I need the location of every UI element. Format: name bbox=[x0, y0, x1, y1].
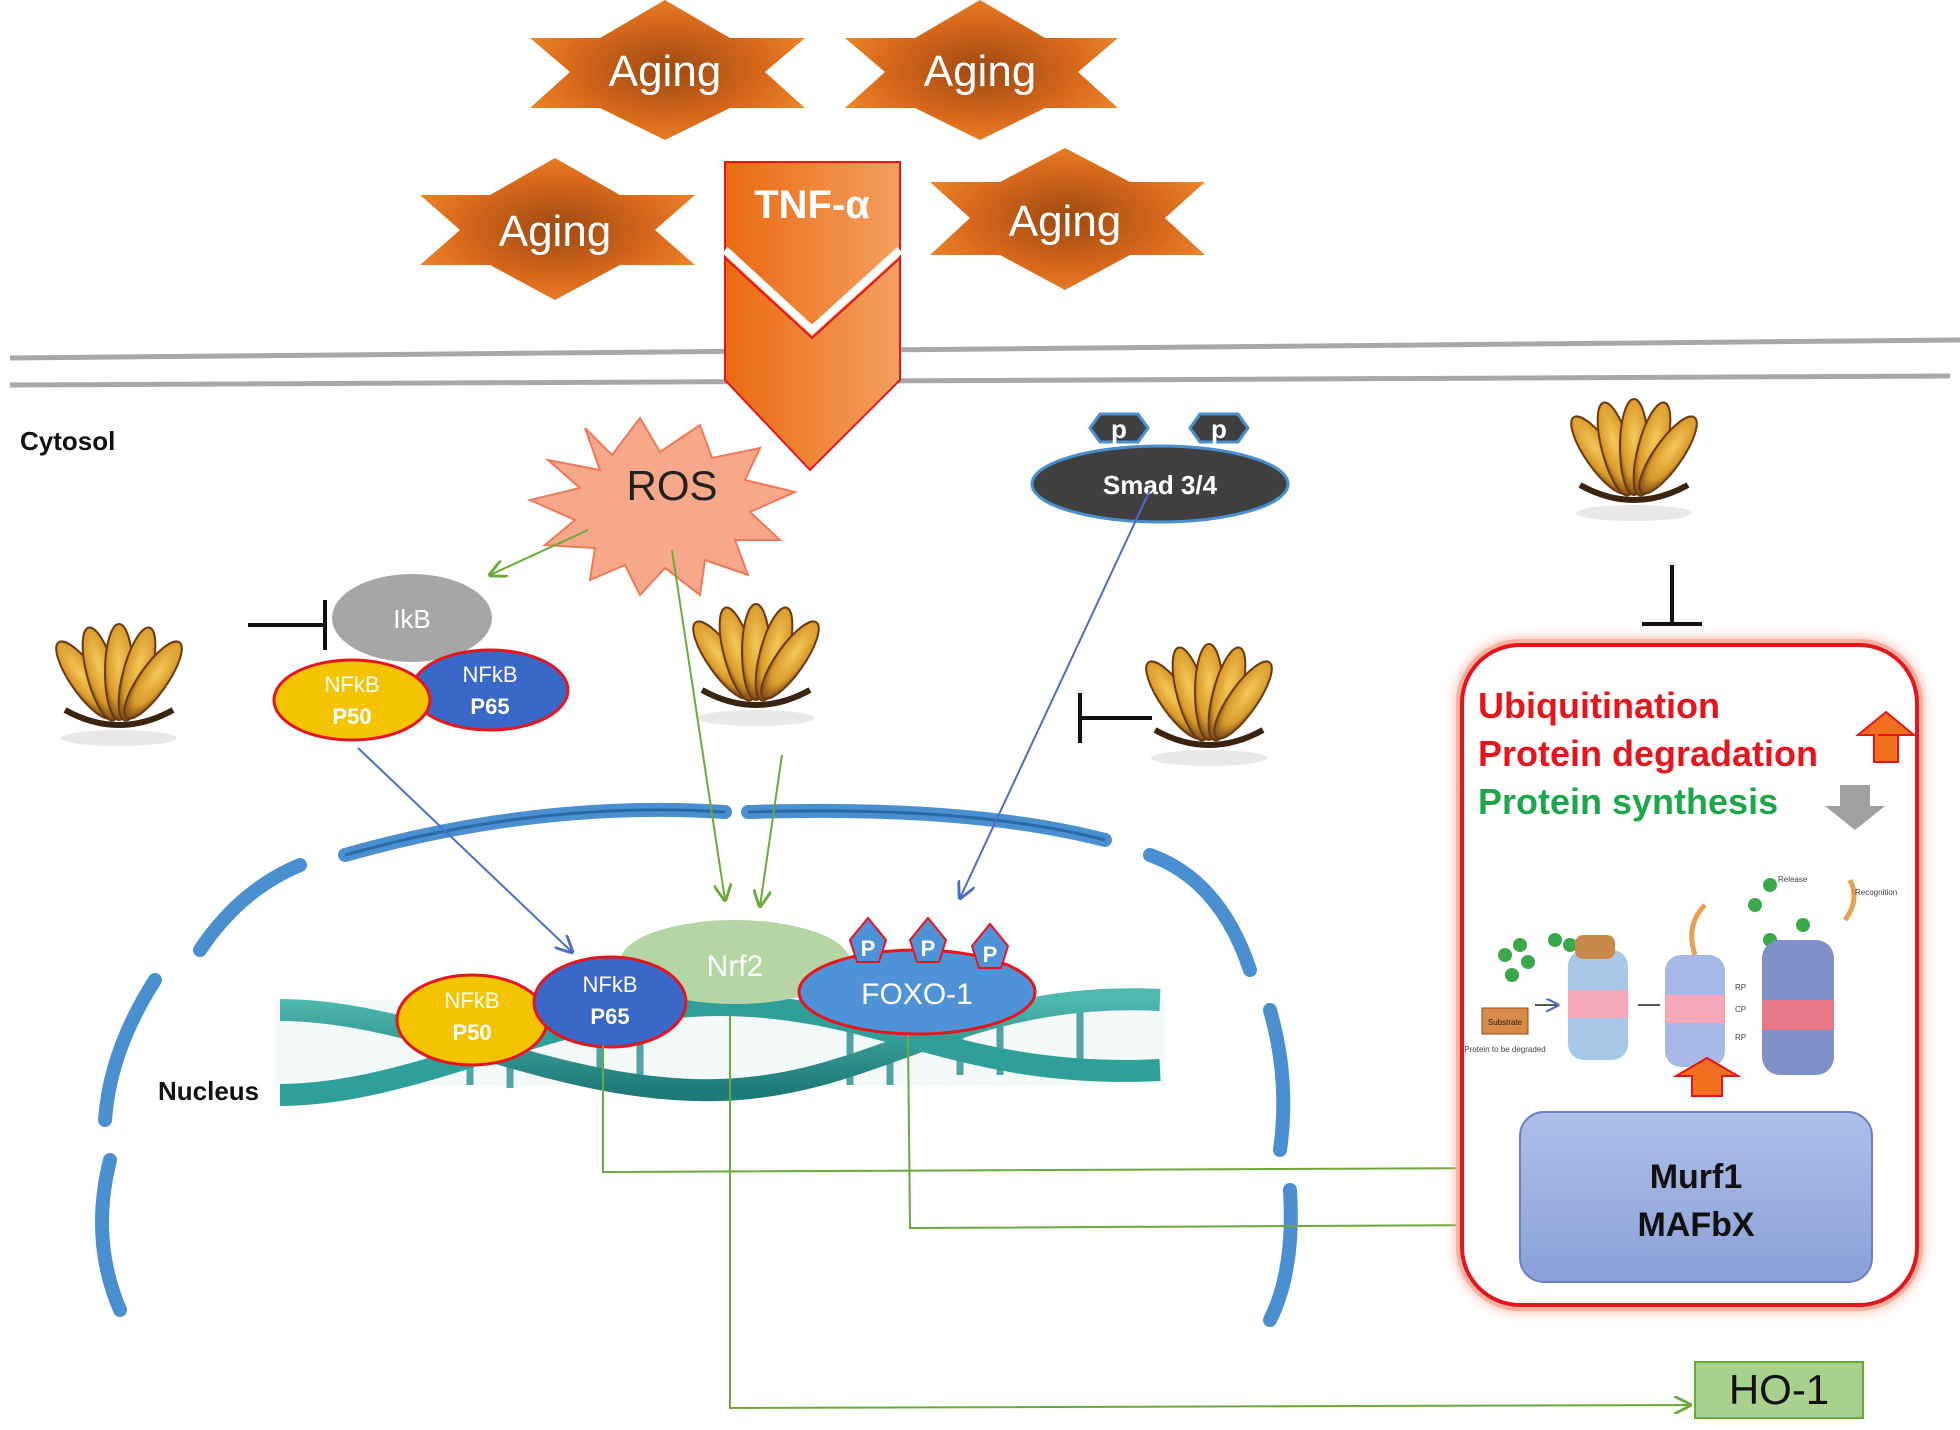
aging-label: Aging bbox=[924, 47, 1037, 96]
foxo-phospho-marker bbox=[848, 916, 888, 963]
aging-label: Aging bbox=[1009, 197, 1122, 246]
nfkb-p50-label-line2: P50 bbox=[332, 704, 371, 729]
nfkb-p50-nuc-label-line2: P50 bbox=[452, 1020, 491, 1045]
ho1-label: HO-1 bbox=[1729, 1366, 1829, 1413]
ikb-node bbox=[332, 574, 492, 662]
foxo1-node: FOXO-1 P P P bbox=[797, 916, 1037, 1036]
recognition-label: Recognition bbox=[1855, 888, 1897, 897]
aging-star-right: Aging bbox=[930, 148, 1205, 290]
cytosol-label: Cytosol bbox=[20, 426, 115, 456]
rp-label: RP bbox=[1735, 983, 1746, 992]
protein-synthesis-label: Protein synthesis bbox=[1478, 781, 1778, 822]
smad-label: Smad 3/4 bbox=[1103, 470, 1218, 500]
mafbx-label: MAFbX bbox=[1637, 1206, 1754, 1244]
up-arrow-icon bbox=[1672, 1056, 1742, 1097]
smad-phospho-marker bbox=[1088, 412, 1150, 444]
banana-inhibitor-image bbox=[1562, 399, 1706, 521]
smad-phospho-label: p bbox=[1211, 414, 1227, 444]
nfkb-p65-nuc-label-line2: P65 bbox=[590, 1004, 629, 1029]
nfkb-p50-label-line1: NFkB bbox=[325, 672, 380, 697]
nfkb-p50-nuc-label-line1: NFkB bbox=[445, 988, 500, 1013]
foxo1-label: FOXO-1 bbox=[861, 978, 973, 1011]
nfkb-p50-nucleus-node: NFkB P50 bbox=[395, 973, 549, 1067]
foxo-phospho-marker bbox=[970, 922, 1010, 969]
protein-to-be-degraded-label: Protein to be degraded bbox=[1464, 1045, 1545, 1054]
ros-burst: ROS bbox=[526, 416, 799, 597]
murf1-mafbx-box: Murf1 MAFbX bbox=[1519, 1111, 1873, 1283]
proteasome-core-icon bbox=[1762, 878, 1857, 1075]
tnf-alpha-label: TNF-α bbox=[754, 183, 870, 227]
nfkb-p50-cytosol-node bbox=[272, 658, 432, 742]
aging-label: Aging bbox=[609, 47, 722, 96]
aging-star-top-right: Aging bbox=[845, 0, 1118, 140]
foxo-phospho-marker bbox=[908, 916, 948, 963]
inhibition-marks bbox=[248, 565, 1702, 743]
nfkb-p65-nucleus-node: NFkB P65 bbox=[532, 955, 688, 1049]
tnf-alpha-receptor-arrow: TNF-α bbox=[722, 161, 903, 472]
aging-label: Aging bbox=[499, 207, 612, 256]
ikb-label: IkB bbox=[393, 604, 431, 634]
foxo-phospho-label: P bbox=[983, 942, 998, 967]
nfkb-p65-label-line1: NFkB bbox=[463, 662, 518, 687]
murf1-label: Murf1 bbox=[1650, 1158, 1743, 1196]
banana-inhibitor-image bbox=[1137, 644, 1281, 766]
aging-star-top-left: Aging bbox=[530, 0, 805, 140]
smad-phospho-marker bbox=[1188, 412, 1250, 444]
ubiquitination-label: Ubiquitination bbox=[1478, 685, 1720, 726]
cp-label: CP bbox=[1735, 1005, 1746, 1014]
banana-inhibitor-image bbox=[47, 624, 191, 746]
substrate-icon bbox=[1481, 1007, 1529, 1035]
ho1-box: HO-1 bbox=[1694, 1361, 1864, 1419]
nfkb-p65-nuc-label-line1: NFkB bbox=[583, 972, 638, 997]
smad-complex: p p Smad 3/4 bbox=[1030, 412, 1290, 524]
proteasome-core-icon bbox=[1568, 935, 1628, 1060]
smad-phospho-label: p bbox=[1111, 414, 1127, 444]
foxo-phospho-label: P bbox=[921, 936, 936, 961]
release-label: Release bbox=[1778, 875, 1808, 884]
activation-arrows bbox=[357, 489, 1690, 1408]
nuclear-envelope-highlight bbox=[344, 808, 1106, 857]
substrate-label: Substrate bbox=[1488, 1018, 1523, 1027]
banana-inhibitor-image bbox=[684, 604, 828, 726]
cell-membrane bbox=[9, 337, 1960, 388]
smad-node bbox=[1030, 444, 1290, 524]
protein-degradation-label: Protein degradation bbox=[1478, 733, 1818, 774]
proteasome-core-icon bbox=[1665, 903, 1725, 1067]
foxo-phospho-label: P bbox=[861, 936, 876, 961]
aging-star-left: Aging bbox=[420, 158, 695, 300]
ros-label: ROS bbox=[626, 462, 717, 509]
nucleus-label: Nucleus bbox=[158, 1076, 259, 1106]
nrf2-label: Nrf2 bbox=[707, 950, 764, 983]
nfkb-p65-label-line2: P65 bbox=[470, 694, 509, 719]
rp-label-2: RP bbox=[1735, 1033, 1746, 1042]
ikb-nfkb-complex: IkB NFkB P65 NFkB P50 bbox=[272, 574, 570, 742]
down-arrow-icon bbox=[1825, 785, 1885, 830]
proteasome-illustration: Substrate Protein to be degraded RP CP R… bbox=[1464, 875, 1897, 1097]
up-arrow-icon bbox=[1855, 710, 1917, 763]
